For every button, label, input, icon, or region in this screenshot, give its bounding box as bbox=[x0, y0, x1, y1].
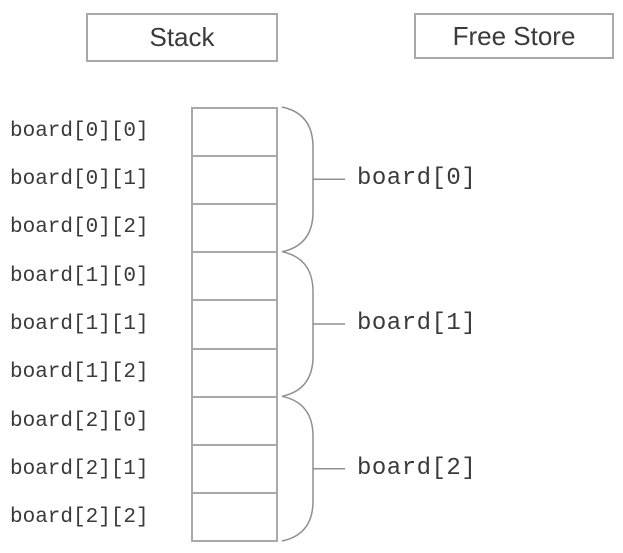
memory-cell bbox=[193, 251, 276, 299]
cell-label: board[0][0] bbox=[10, 119, 149, 143]
free-store-header-box: Free Store bbox=[414, 13, 614, 59]
group-label: board[1] bbox=[357, 310, 477, 337]
memory-cell bbox=[193, 109, 276, 155]
group-brace bbox=[281, 250, 314, 398]
stack-header-label: Stack bbox=[149, 22, 215, 52]
free-store-header-label: Free Store bbox=[452, 20, 576, 51]
cell-label: board[1][1] bbox=[10, 312, 149, 336]
memory-cell bbox=[193, 203, 276, 251]
cell-label: board[2][2] bbox=[10, 506, 149, 530]
memory-cells-column bbox=[191, 107, 278, 542]
cell-label: board[1][0] bbox=[10, 264, 149, 288]
memory-cell bbox=[193, 491, 276, 540]
cell-label: board[2][0] bbox=[10, 409, 149, 433]
cell-label: board[1][2] bbox=[10, 361, 149, 385]
cell-label: board[0][2] bbox=[10, 216, 149, 240]
memory-cell bbox=[193, 347, 276, 396]
memory-cell bbox=[193, 299, 276, 347]
memory-cell bbox=[193, 155, 276, 203]
memory-cell bbox=[193, 443, 276, 492]
cell-labels-column: board[0][0] board[0][1] board[0][2] boar… bbox=[10, 107, 180, 542]
stack-header-box: Stack bbox=[86, 13, 278, 62]
group-brace bbox=[281, 395, 314, 542]
group-label: board[0] bbox=[357, 165, 477, 192]
cell-label: board[2][1] bbox=[10, 457, 149, 481]
memory-cell bbox=[193, 395, 276, 444]
cell-label: board[0][1] bbox=[10, 167, 149, 191]
group-brace bbox=[281, 106, 314, 253]
group-label: board[2] bbox=[357, 455, 477, 482]
